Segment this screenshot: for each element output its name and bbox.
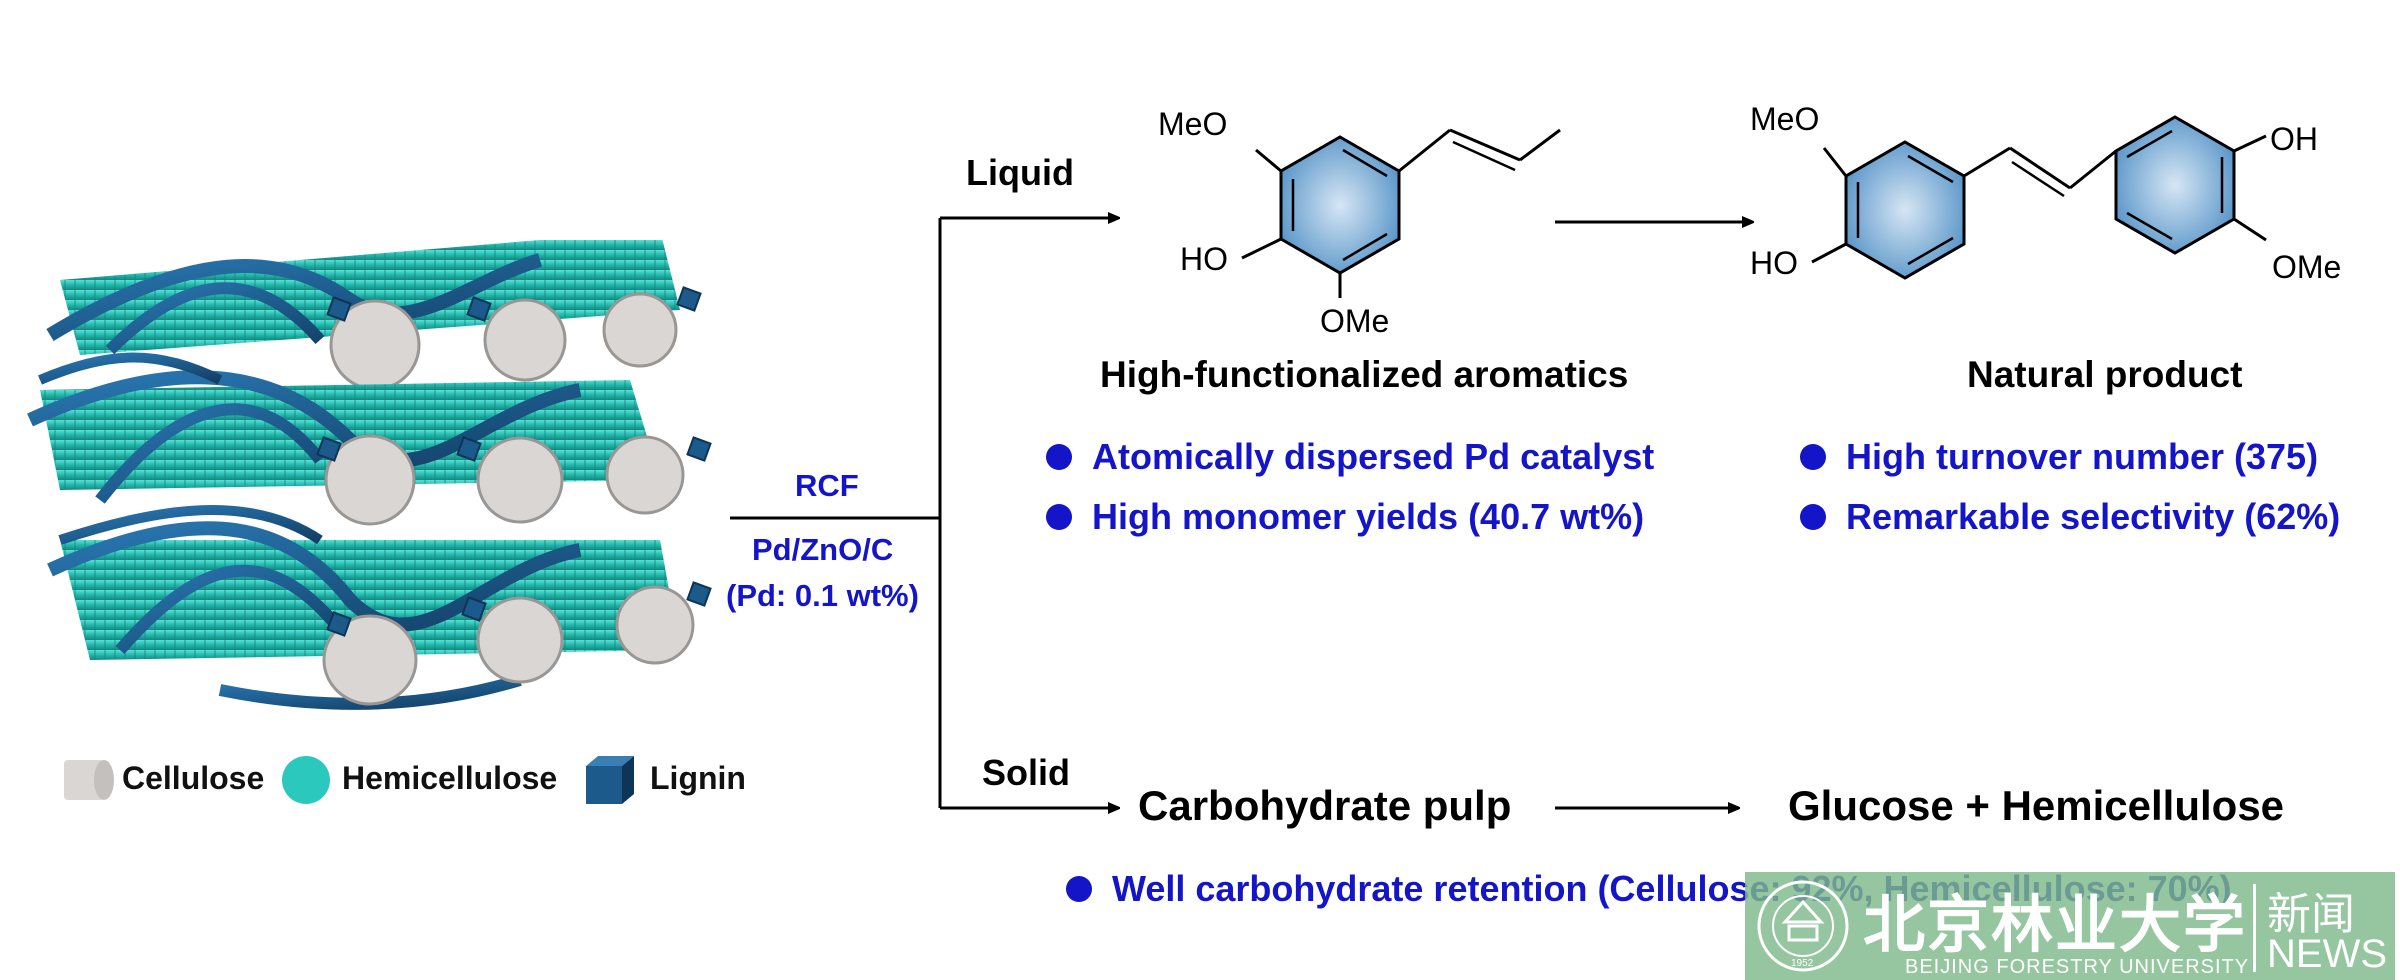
aromatic-molecule: MeO HO OMe [1158, 106, 1561, 339]
left-ring [1844, 140, 1966, 280]
right-ring [2114, 115, 2236, 255]
natural-product-heading: Natural product [1967, 354, 2243, 395]
university-seal-icon: 1952 [1757, 880, 1849, 972]
solid-label: Solid [982, 752, 1070, 793]
bullet-dot [1800, 444, 1826, 470]
aromatics-heading: High-functionalized aromatics [1100, 354, 1629, 395]
legend-lignin-label: Lignin [650, 760, 746, 796]
product-ome-label: OMe [2272, 249, 2341, 285]
bullet-monomer-yields: High monomer yields (40.7 wt%) [1046, 496, 1644, 538]
glucose-heading: Glucose + Hemicellulose [1788, 782, 2285, 829]
product-oh-label: OH [2270, 121, 2318, 157]
bullet-dot [1046, 444, 1072, 470]
bullet-dot [1066, 876, 1092, 902]
aromatic-ring [1279, 135, 1401, 275]
bullet-selectivity: Remarkable selectivity (62%) [1800, 496, 2340, 538]
watermark-news-cn: 新闻 [2267, 890, 2355, 939]
bullet-selectivity-text: Remarkable selectivity (62%) [1846, 496, 2341, 537]
aromatic-meo-label: MeO [1158, 106, 1227, 142]
bullet-dot [1046, 504, 1072, 530]
fiber-row-2 [27, 352, 685, 526]
university-watermark: 1952 北京林业大学 BEIJING FORESTRY UNIVERSITY … [1745, 872, 2395, 980]
hemicellulose-swatch [282, 756, 330, 804]
seal-year: 1952 [1791, 958, 1814, 969]
cellulose-swatch [64, 760, 114, 800]
bullet-turnover: High turnover number (375) [1800, 436, 2318, 478]
aromatic-ome-label: OMe [1320, 303, 1389, 339]
legend: Cellulose Hemicellulose Lignin [60, 752, 760, 808]
product-meo-label: MeO [1750, 101, 1819, 137]
bullet-pd-catalyst-text: Atomically dispersed Pd catalyst [1092, 436, 1655, 477]
pulp-heading: Carbohydrate pulp [1138, 782, 1512, 829]
watermark-news-en: NEWS [2267, 932, 2387, 976]
aromatic-ho-label: HO [1180, 241, 1228, 277]
bullet-monomer-yields-text: High monomer yields (40.7 wt%) [1092, 496, 1645, 537]
product-ho-label: HO [1750, 245, 1798, 281]
lignin-cubes [316, 286, 712, 637]
biomass-illustration [27, 240, 712, 710]
fiber-row-3 [47, 505, 695, 710]
lignin-swatch [586, 756, 634, 804]
liquid-label: Liquid [966, 152, 1074, 193]
fiber-row-1 [46, 240, 680, 391]
bullet-pd-catalyst: Atomically dispersed Pd catalyst [1046, 436, 1654, 478]
watermark-name-en: BEIJING FORESTRY UNIVERSITY [1905, 956, 2250, 978]
bullet-dot [1800, 504, 1826, 530]
pd-loading-label: (Pd: 0.1 wt%) [726, 578, 919, 613]
bullet-turnover-text: High turnover number (375) [1846, 436, 2319, 477]
rcf-label: RCF [795, 468, 859, 503]
natural-product-molecule: MeO HO OH OMe [1750, 101, 2341, 285]
watermark-name-cn: 北京林业大学 [1863, 888, 2248, 961]
legend-cellulose-label: Cellulose [122, 760, 265, 796]
legend-hemicellulose-label: Hemicellulose [342, 760, 558, 796]
watermark-divider [2253, 884, 2256, 972]
catalyst-label: Pd/ZnO/C [752, 532, 894, 567]
